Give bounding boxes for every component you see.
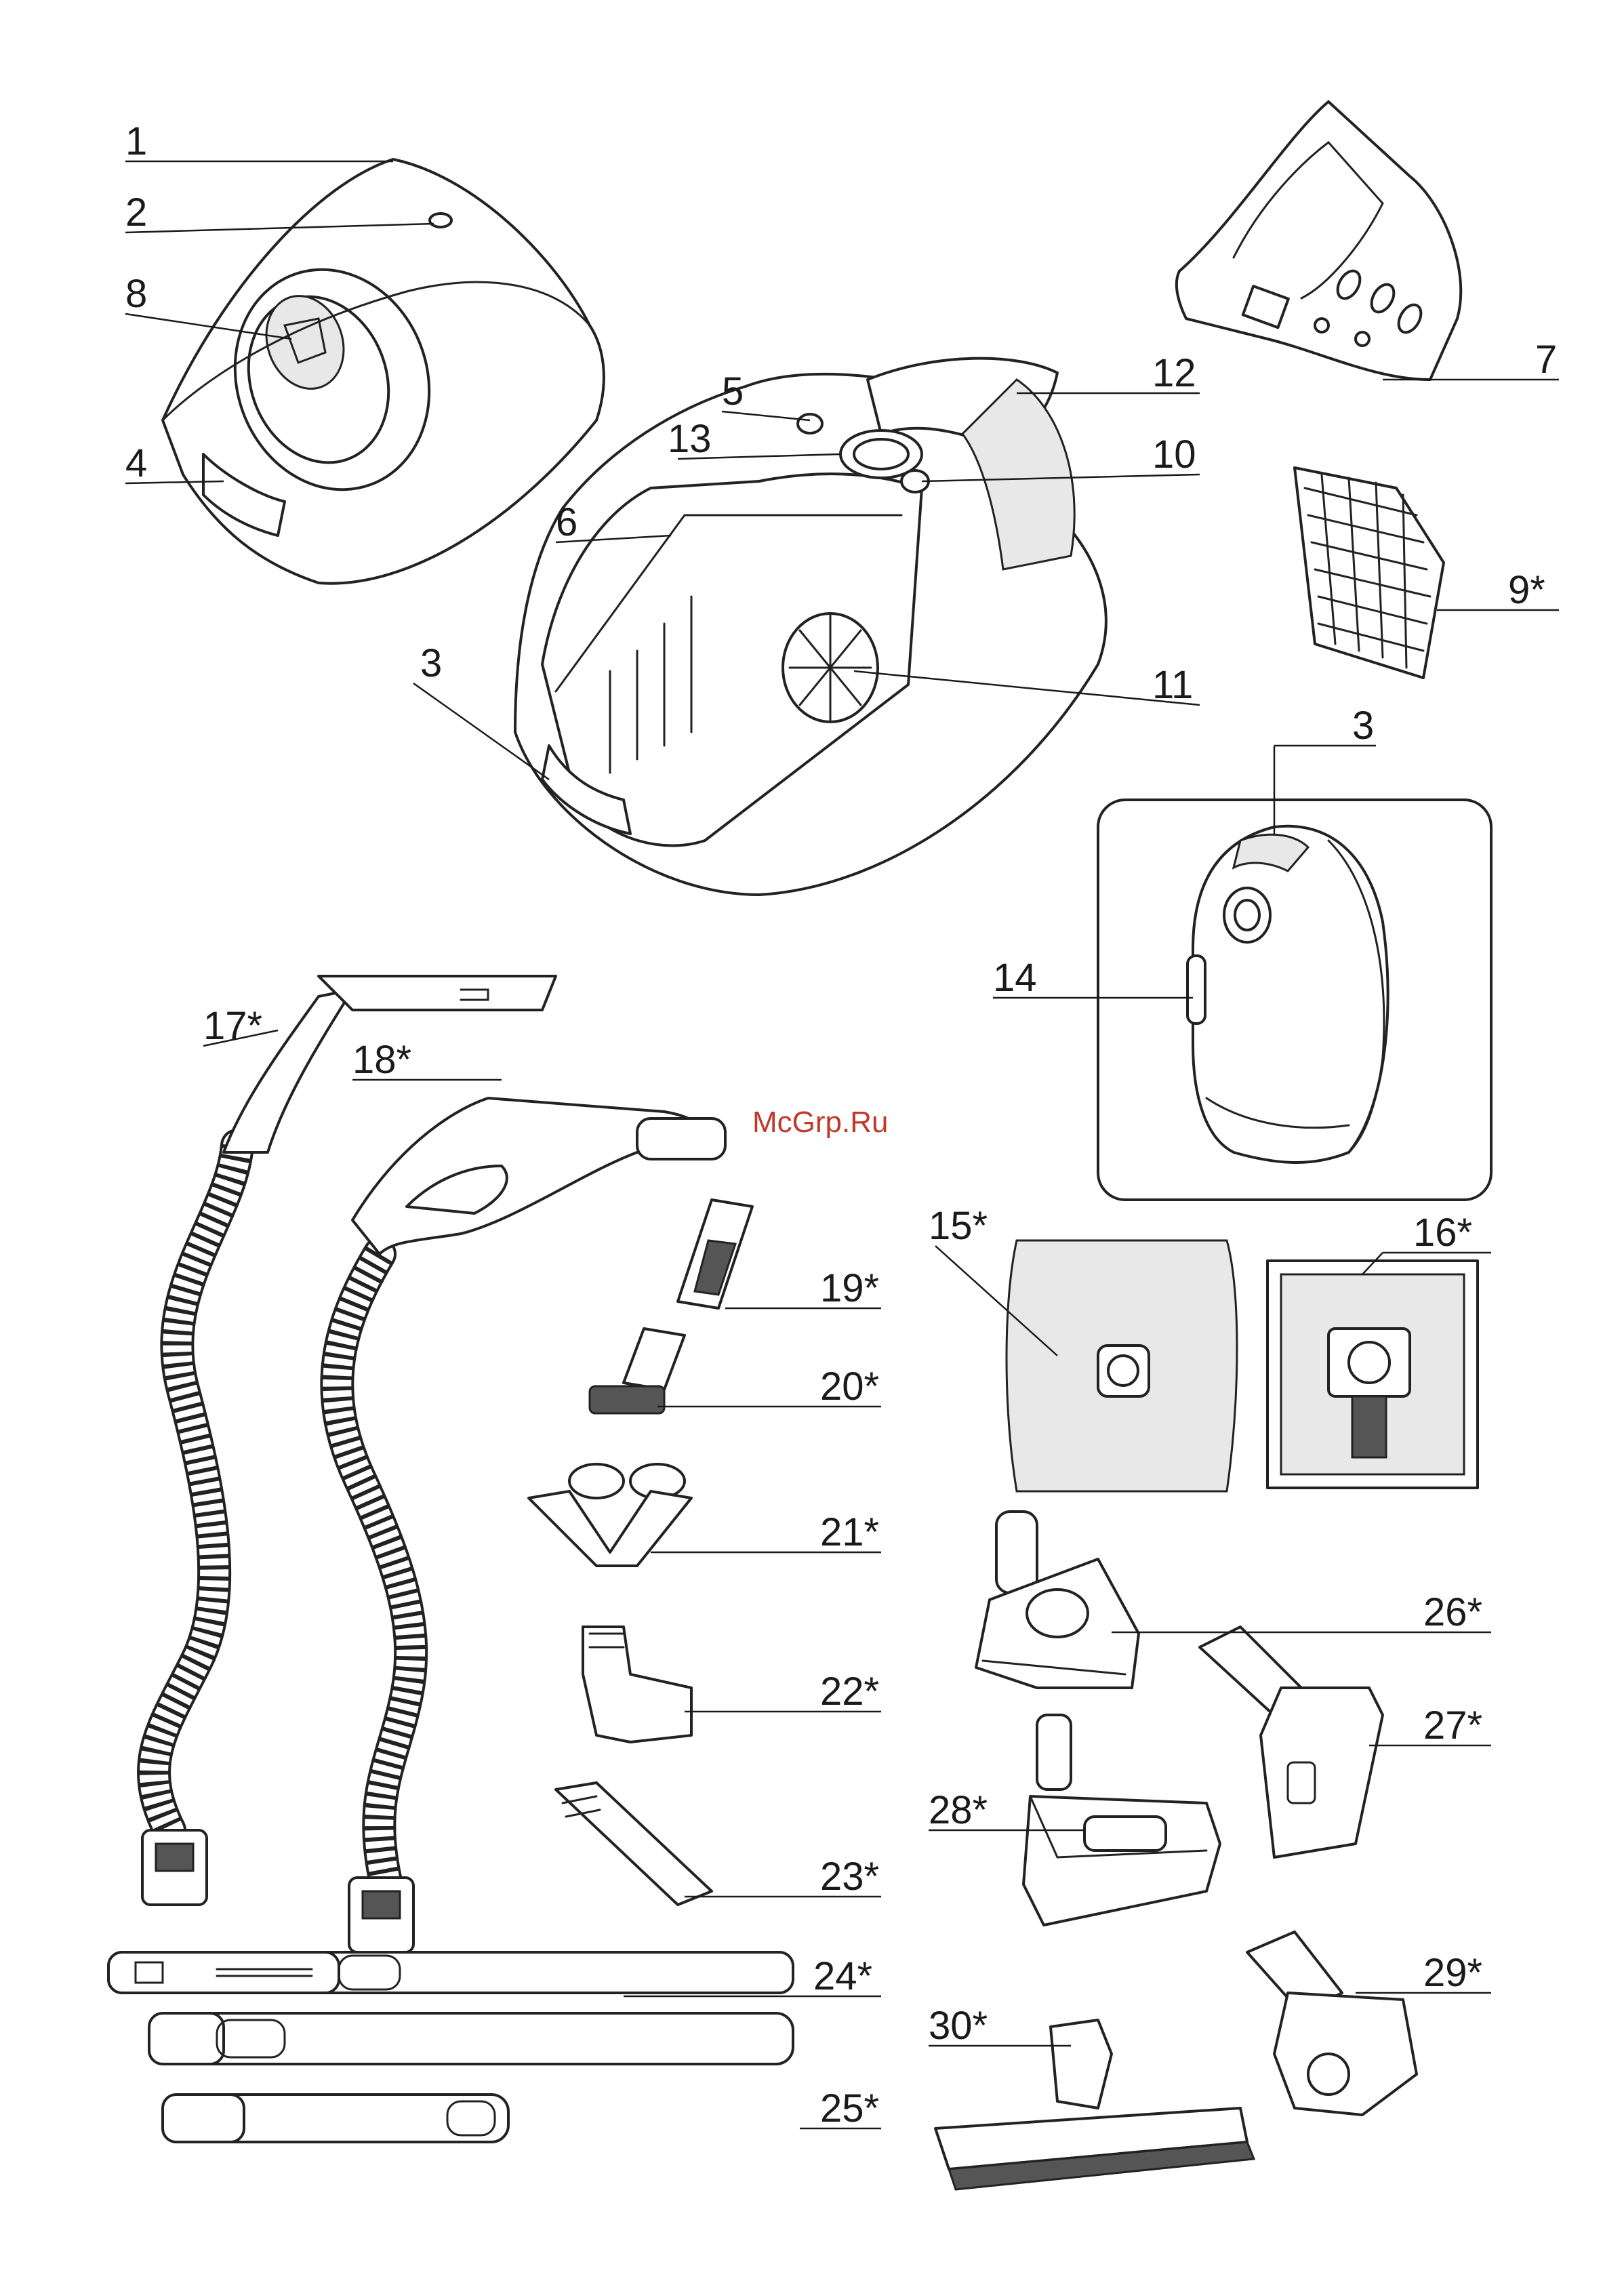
- callout-20: 20*: [820, 1365, 879, 1409]
- front-cover-part: [163, 159, 604, 584]
- callout-27: 27*: [1423, 1703, 1482, 1747]
- floor-nozzle-part: [1023, 1715, 1220, 1925]
- tool-clip-part: [529, 1464, 691, 1566]
- callout-29: 29*: [1423, 1951, 1482, 1995]
- callout-23: 23*: [820, 1855, 879, 1899]
- callout-22: 22*: [820, 1670, 879, 1714]
- callout-3a: 3: [420, 641, 442, 685]
- turbo-nozzle-part: [1200, 1627, 1383, 1857]
- dust-bag-part: [1007, 1240, 1237, 1491]
- crevice-nozzle-part: [556, 1783, 712, 1905]
- watermark-text: McGrp.Ru: [752, 1106, 888, 1139]
- paper-bag-part: [1267, 1261, 1478, 1488]
- callout-17: 17*: [203, 1004, 262, 1048]
- callout-7: 7: [1535, 338, 1557, 382]
- callout-2: 2: [125, 190, 147, 235]
- callout-15: 15*: [929, 1204, 988, 1248]
- callout-30: 30*: [929, 2004, 988, 2048]
- triangular-nozzle-part: [976, 1512, 1139, 1688]
- callout-9: 9*: [1508, 568, 1545, 612]
- callout-28: 28*: [929, 1788, 988, 1832]
- callout-18: 18*: [352, 1038, 411, 1082]
- mini-turbo-nozzle-part: [1247, 1932, 1417, 2115]
- telescopic-tube-part: [108, 1952, 793, 1993]
- callout-19: 19*: [820, 1266, 879, 1310]
- vacuum-inset-part: [1098, 800, 1491, 1200]
- callout-14: 14: [993, 956, 1037, 1000]
- callout-6: 6: [556, 500, 577, 544]
- callout-26: 26*: [1423, 1590, 1482, 1634]
- extension-tube-part: [149, 2013, 793, 2142]
- callout-21: 21*: [820, 1510, 879, 1554]
- callout-13: 13: [668, 417, 712, 461]
- callout-12: 12: [1152, 351, 1196, 395]
- callout-1: 1: [125, 119, 147, 163]
- filter-holder-part: [1177, 102, 1461, 380]
- callout-24: 24*: [813, 1954, 872, 1998]
- vacuum-body-part: [515, 359, 1106, 895]
- crevice-tool-part: [678, 1200, 752, 1308]
- callout-16: 16*: [1413, 1211, 1472, 1255]
- grid-filter-part: [1295, 468, 1444, 678]
- callout-10: 10: [1152, 432, 1196, 477]
- upholstery-nozzle-part: [583, 1627, 691, 1742]
- callout-11: 11: [1152, 663, 1193, 707]
- callout-3b: 3: [1352, 704, 1374, 748]
- callout-25: 25*: [820, 2086, 879, 2130]
- callout-5: 5: [722, 369, 744, 413]
- brush-tool-part: [590, 1329, 685, 1413]
- callout-8: 8: [125, 272, 147, 316]
- callout-4: 4: [125, 441, 147, 485]
